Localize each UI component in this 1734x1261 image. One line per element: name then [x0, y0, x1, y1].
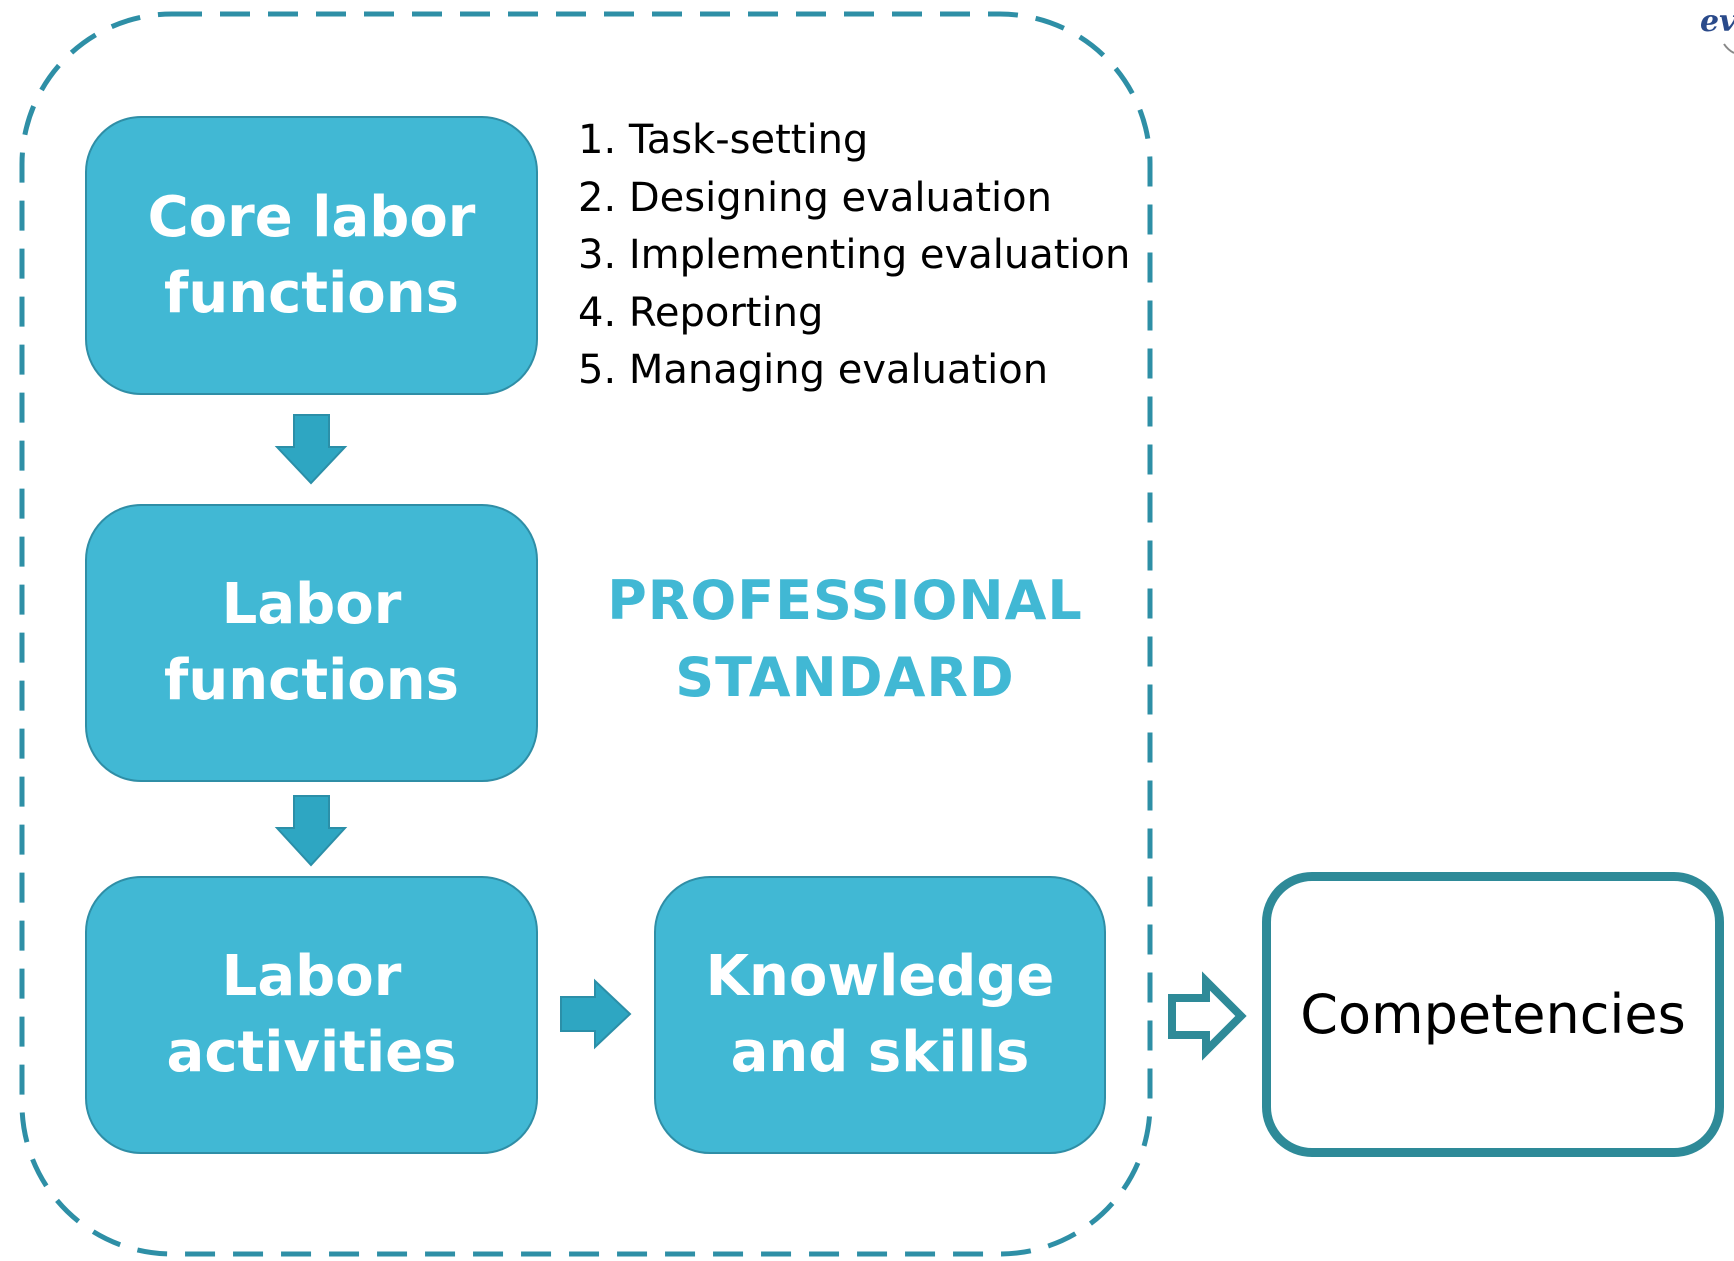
- core-function-list: 1. Task-setting 2. Designing evaluation …: [578, 112, 1130, 400]
- professional-standard-line2: STANDARD: [675, 646, 1015, 709]
- professional-standard-label: PROFESSIONAL STANDARD: [595, 562, 1095, 716]
- labor-activities-box: Labor activities: [85, 876, 538, 1154]
- arrow-right-outline: [1168, 971, 1247, 1061]
- competencies-box: Competencies: [1262, 872, 1724, 1157]
- core-labor-functions-line2: functions: [164, 260, 459, 326]
- knowledge-and-skills-line2: and skills: [730, 1020, 1030, 1085]
- knowledge-and-skills-line1: Knowledge: [705, 944, 1055, 1009]
- core-function-item: 1. Task-setting: [578, 117, 869, 163]
- labor-activities-line2: activities: [166, 1020, 457, 1085]
- professional-standard-boundary: [19, 11, 1153, 1257]
- labor-functions-box: Labor functions: [85, 504, 538, 782]
- labor-functions-line1: Labor: [221, 572, 402, 637]
- core-function-item: 3. Implementing evaluation: [578, 232, 1131, 278]
- arrow-down-1: [274, 414, 348, 485]
- core-function-item: 2. Designing evaluation: [578, 174, 1052, 221]
- logo-swoosh: [1723, 43, 1734, 54]
- professional-standard-line1: PROFESSIONAL: [607, 569, 1083, 632]
- core-function-item: 4. Reporting: [578, 289, 824, 336]
- core-labor-functions-line1: Core labor: [147, 184, 476, 250]
- arrow-right: [560, 978, 632, 1050]
- labor-functions-line2: functions: [164, 648, 459, 713]
- core-function-item: 5. Managing evaluation: [578, 347, 1049, 393]
- knowledge-and-skills-box: Knowledge and skills: [654, 876, 1106, 1154]
- competencies-label: Competencies: [1300, 983, 1686, 1046]
- arrow-down-2: [274, 795, 348, 867]
- labor-activities-line1: Labor: [221, 944, 402, 1009]
- logo: ev: [1700, 4, 1734, 39]
- core-labor-functions-box: Core labor functions: [85, 116, 538, 395]
